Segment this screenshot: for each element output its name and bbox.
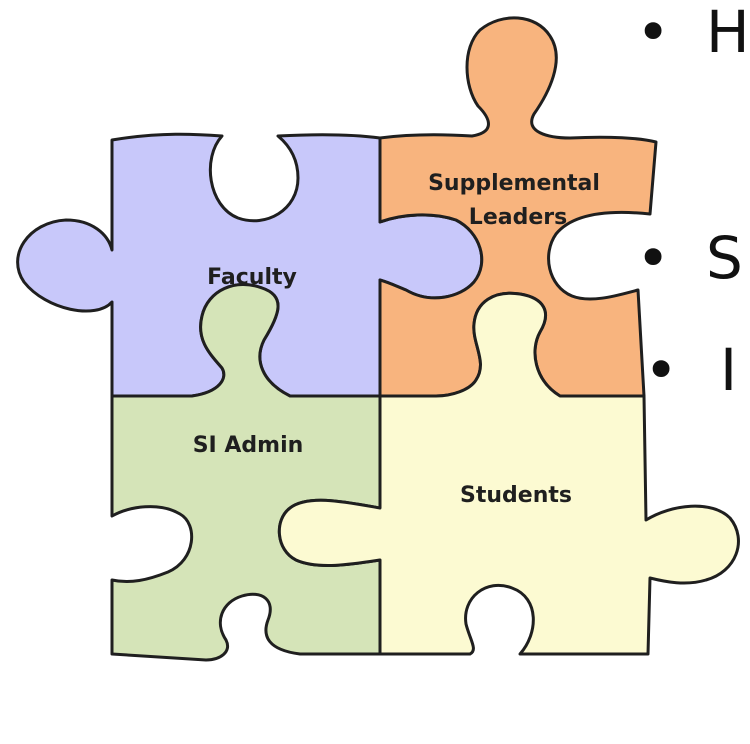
students-label: Students — [460, 483, 572, 508]
supplemental-leaders-label-line2: Leaders — [469, 205, 567, 230]
side-bullet-3: • I — [644, 336, 737, 404]
supplemental-leaders-label-line1: Supplemental — [428, 171, 600, 196]
side-bullet-1: • H — [636, 0, 750, 66]
side-bullet-2: • S — [636, 224, 743, 292]
bullet-marker: • — [644, 336, 678, 404]
bullet-text-3: I — [720, 336, 737, 404]
bullet-marker: • — [636, 224, 670, 292]
bullet-text-1: H — [706, 0, 750, 66]
si-admin-label: SI Admin — [193, 433, 304, 458]
puzzle-piece-supplemental-leaders — [378, 16, 658, 398]
bullet-marker: • — [636, 0, 670, 66]
faculty-label: Faculty — [207, 265, 297, 290]
bullet-text-2: S — [706, 224, 743, 292]
puzzle-piece-students — [277, 291, 740, 656]
